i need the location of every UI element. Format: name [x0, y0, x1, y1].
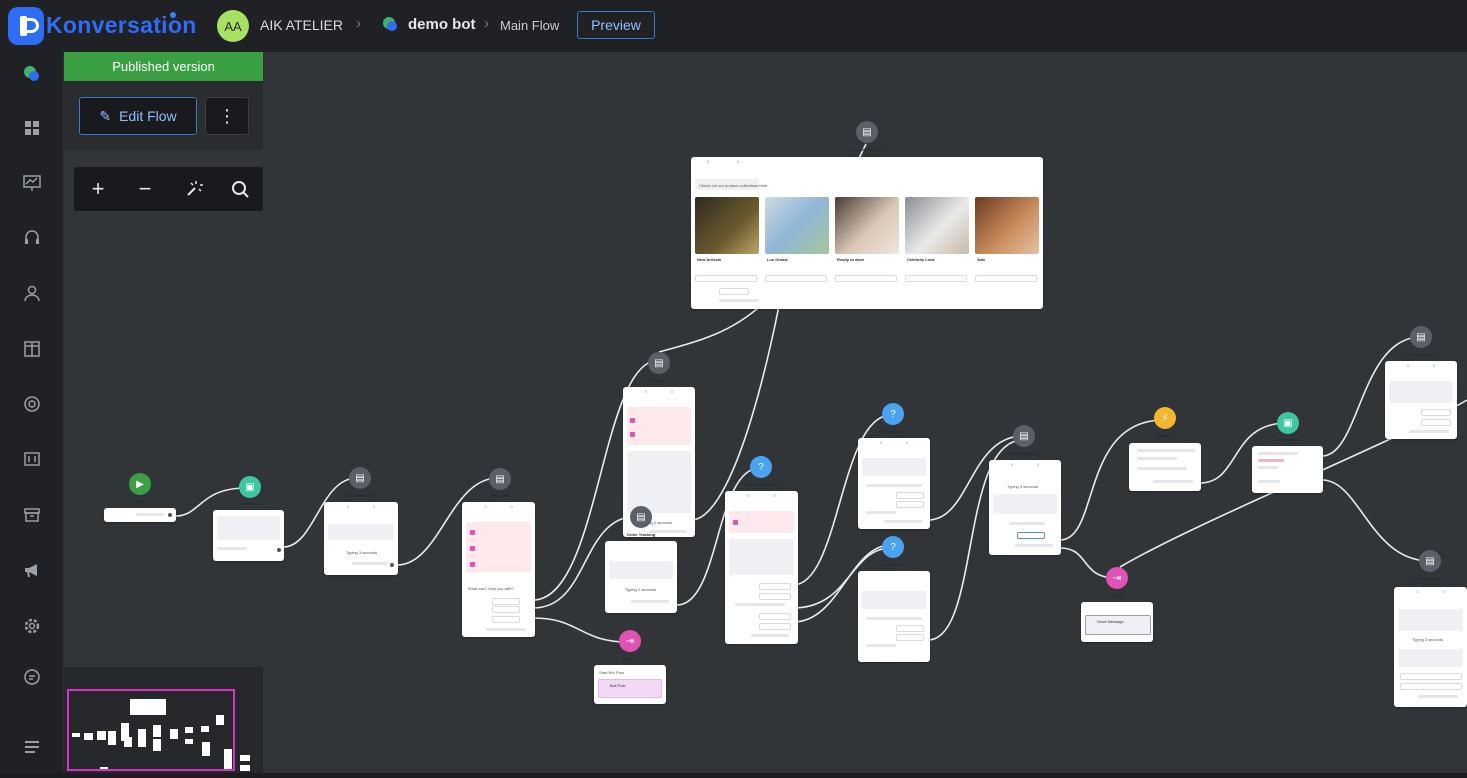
message-icon[interactable]: ▤	[1013, 425, 1035, 447]
action-icon[interactable]: ⚡	[1154, 407, 1176, 429]
published-version-banner: Published version	[64, 52, 263, 81]
condition-node-icon[interactable]: ▣	[239, 476, 261, 498]
shopping-caption: Shopping	[649, 378, 669, 383]
question-icon[interactable]: ?	[750, 456, 772, 478]
question3-node[interactable]	[858, 571, 930, 662]
message2-caption: Send Message #2	[1007, 451, 1041, 456]
order-tracking-node[interactable]: Typing 2 seconds	[605, 541, 677, 613]
condition2-caption: Condition #2	[1275, 437, 1301, 442]
pencil-icon: ✎	[99, 107, 112, 124]
message-icon[interactable]: ▤	[630, 506, 652, 528]
chat-icon[interactable]	[22, 667, 42, 687]
zoom-toolbar: + −	[74, 167, 263, 211]
condition1-node[interactable]	[213, 510, 284, 561]
track-order-caption: Track order details	[743, 482, 779, 487]
product-image	[695, 197, 759, 254]
analytics-icon[interactable]	[22, 173, 42, 193]
zoom-out-button[interactable]: −	[138, 176, 152, 201]
start-node-caption: Start	[135, 499, 145, 504]
flow-canvas[interactable]: ▶ Start ▣ Condition 1 ▤ Send Message #1 …	[64, 52, 1467, 773]
goto-icon[interactable]: ⇥	[619, 630, 641, 652]
product-title: Celebrity Look	[907, 257, 935, 262]
preview-button[interactable]: Preview	[577, 11, 655, 39]
message-icon[interactable]: ▤	[489, 468, 511, 490]
zoom-in-button[interactable]: +	[91, 176, 105, 201]
goto2-node[interactable]: Send Message	[1081, 602, 1153, 642]
goto-icon[interactable]: ⇥	[1106, 567, 1128, 589]
product-title: New Arrivals	[697, 257, 722, 262]
message-icon[interactable]: ▤	[648, 352, 670, 374]
message-icon[interactable]: ▤	[856, 121, 878, 143]
workspace-name[interactable]: AIK ATELIER	[260, 17, 343, 33]
minimap[interactable]	[64, 667, 263, 773]
search-icon[interactable]	[229, 178, 251, 200]
product-title: Lux Global	[767, 257, 788, 262]
condition2-node[interactable]	[1252, 446, 1323, 493]
product-image	[975, 197, 1039, 254]
top-bar: Konversation AA AIK ATELIER › demo bot ›…	[0, 0, 1467, 53]
headset-icon[interactable]	[22, 228, 42, 248]
action1-caption: Action #1	[1155, 433, 1175, 438]
condition1-caption: Condition 1	[239, 501, 261, 506]
product-title: Ready to wear	[837, 257, 865, 262]
flow-name[interactable]: Main Flow	[500, 18, 560, 33]
welcome-caption: Welcome	[491, 493, 509, 498]
product-title: Sale	[977, 257, 986, 262]
user-icon[interactable]	[22, 283, 42, 303]
lifebuoy-icon[interactable]	[22, 394, 42, 414]
message-top-caption: Send Message #4	[1404, 352, 1438, 357]
bot-icon[interactable]	[22, 64, 42, 84]
layout-icon[interactable]	[22, 339, 42, 359]
dashboard-icon[interactable]	[22, 449, 42, 469]
message-icon[interactable]: ▤	[1410, 326, 1432, 348]
goto1-node[interactable]: Start Bot Flow Bot Flow	[594, 665, 666, 704]
more-options-button[interactable]: ⋮	[205, 97, 249, 135]
archive-icon[interactable]	[22, 505, 42, 525]
magic-wand-icon[interactable]	[182, 178, 204, 200]
question-icon[interactable]: ?	[882, 403, 904, 425]
edit-flow-label: Edit Flow	[119, 108, 177, 124]
grid-icon[interactable]	[22, 118, 42, 138]
edit-flow-button[interactable]: ✎ Edit Flow	[79, 97, 197, 135]
question2-caption: Question #2	[881, 429, 905, 434]
sidebar	[0, 52, 64, 773]
start-node[interactable]	[104, 508, 176, 522]
message-icon[interactable]: ▤	[1419, 550, 1441, 572]
carousel-caption: Send Message #3	[850, 147, 884, 152]
question-icon[interactable]: ?	[882, 536, 904, 558]
menu-icon[interactable]	[22, 737, 42, 757]
action1-node[interactable]	[1129, 443, 1201, 491]
megaphone-icon[interactable]	[22, 560, 42, 580]
goto1-caption: Goto #1	[622, 656, 638, 661]
message-icon[interactable]: ▤	[349, 467, 371, 489]
start-node-icon[interactable]: ▶	[129, 473, 151, 495]
message-bottom-caption: Send Message #5	[1413, 576, 1447, 581]
bot-name[interactable]: demo bot	[408, 16, 476, 33]
chevron-right-icon: ›	[356, 15, 361, 32]
condition-node-icon[interactable]: ▣	[1277, 412, 1299, 434]
question3-caption: Question #3	[881, 562, 905, 567]
product-image	[765, 197, 829, 254]
chevron-right-icon: ›	[484, 15, 489, 32]
bot-icon	[383, 17, 397, 31]
product-image	[835, 197, 899, 254]
minimap-viewport[interactable]	[67, 689, 235, 771]
brand-dot	[170, 12, 176, 18]
konversation-logo-icon[interactable]	[8, 7, 44, 45]
order-tracking-caption: Order Tracking	[626, 532, 656, 537]
settings-icon[interactable]	[22, 616, 42, 636]
workspace-avatar[interactable]: AA	[217, 10, 249, 42]
goto2-caption: Goto #2	[1109, 593, 1125, 598]
message1-caption: Send Message #1	[343, 493, 377, 498]
product-image	[905, 197, 969, 254]
